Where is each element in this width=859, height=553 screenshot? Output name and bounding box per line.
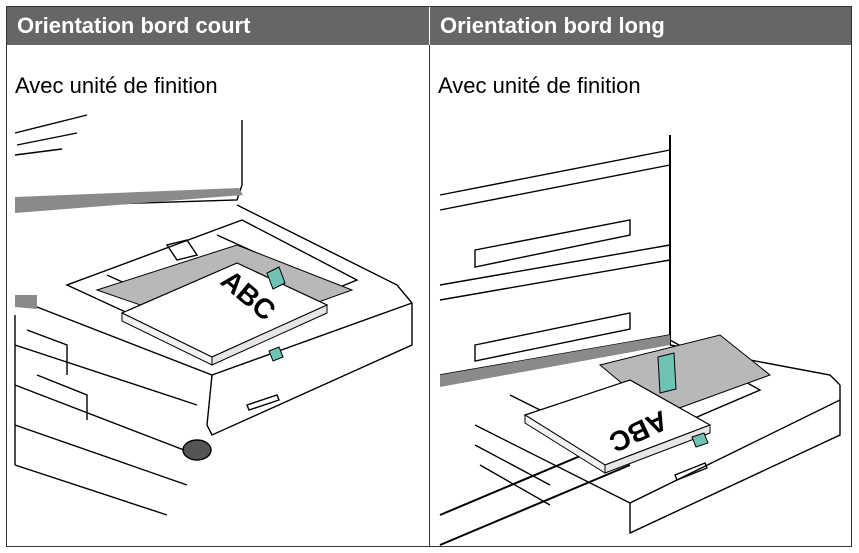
header-long-edge: Orientation bord long: [430, 7, 851, 45]
subhead-long-edge: Avec unité de finition: [438, 73, 641, 98]
subhead-short-edge: Avec unité de finition: [15, 73, 218, 98]
cell-short-edge: Avec unité de finition: [7, 45, 430, 546]
header-short-edge: Orientation bord court: [7, 7, 430, 45]
orientation-table: Orientation bord court Orientation bord …: [6, 6, 852, 547]
cell-long-edge: Avec unité de finition: [430, 45, 851, 546]
printer-tray-short-edge-illustration: ABC: [14, 114, 413, 516]
printer-tray-long-edge-illustration: ABC: [439, 135, 841, 546]
